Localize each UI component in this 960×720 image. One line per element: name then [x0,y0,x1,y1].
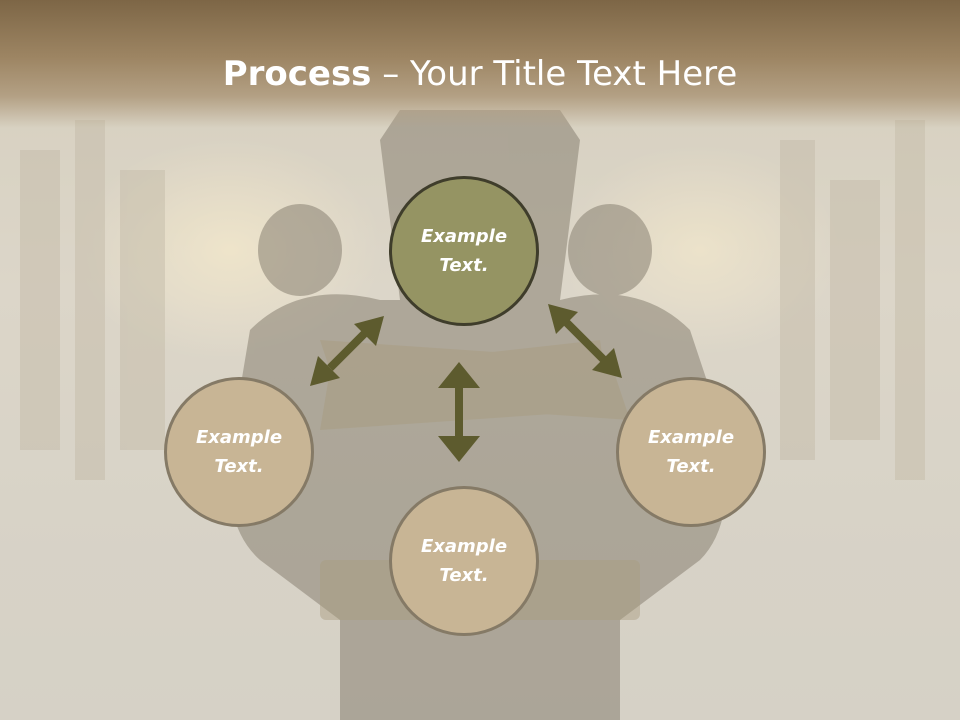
node-top-label: Example Text. [420,226,508,276]
title-strong: Process [222,54,372,94]
node-left[interactable]: Example Text. [164,377,314,527]
title-rest: – Your Title Text Here [371,54,738,94]
arrow-vertical [438,362,480,462]
slide-title[interactable]: Process – Your Title Text Here [0,52,960,96]
arrow-top-right [548,304,622,378]
node-right[interactable]: Example Text. [616,377,766,527]
arrow-top-left [310,316,384,386]
title-band [0,0,960,128]
node-right-label: Example Text. [647,427,735,477]
node-bottom-label: Example Text. [420,536,508,586]
node-bottom[interactable]: Example Text. [389,486,539,636]
node-left-label: Example Text. [195,427,283,477]
node-top[interactable]: Example Text. [389,176,539,326]
